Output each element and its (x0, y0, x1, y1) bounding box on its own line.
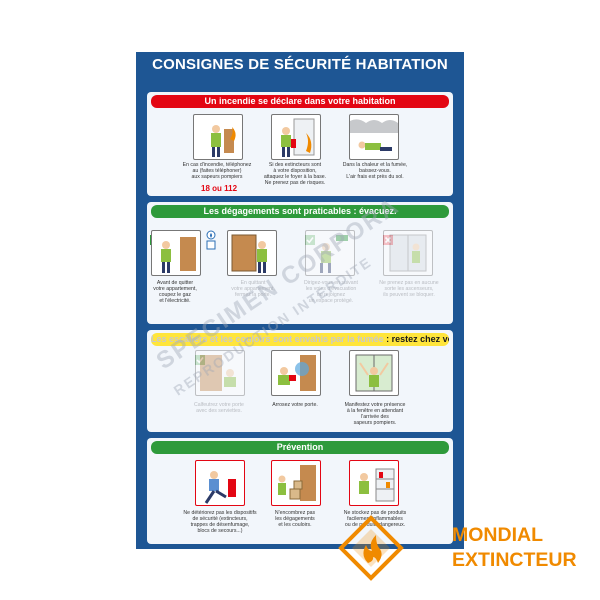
caption-no-damage: Ne détériorez pas les dispositifs de séc… (183, 510, 257, 534)
check-icon (195, 352, 205, 365)
section-header-prevention: Prévention (151, 441, 449, 454)
caption-crawl: Dans la chaleur et la fumée, baissez-vou… (342, 162, 408, 180)
section-header-stay-inside-right: : restez chez vous. (386, 334, 449, 344)
brand-line-1: MONDIAL (452, 524, 543, 546)
caption-no-obstruct: N'encombrez pas les dégagements et les c… (274, 510, 316, 528)
evacuate-route-icon (305, 230, 355, 276)
phone-call-icon (193, 114, 243, 160)
caption-no-flammable: Ne stockez pas de produits facilement in… (343, 510, 407, 528)
caption-phone: En cas d'incendie, téléphonez au (faites… (182, 162, 252, 180)
window-signal-icon (349, 350, 399, 396)
caption-elevator: Ne prenez pas en aucune sorte les ascens… (379, 280, 439, 298)
no-obstruct-icon (271, 460, 321, 506)
caption-extinguisher: Si des extincteurs sont à votre disposit… (263, 162, 327, 186)
section-header-stay-inside: Les escaliers et les couloirs sont envah… (151, 333, 449, 346)
section-header-evacuate: Les dégagements sont praticables : évacu… (151, 205, 449, 218)
poster-title: CONSIGNES DE SÉCURITÉ HABITATION (152, 56, 448, 73)
water-door-icon (271, 350, 321, 396)
section-prevention: Prévention Ne détériorez pas les disposi… (147, 438, 453, 544)
safety-poster: CONSIGNES DE SÉCURITÉ HABITATION Un ince… (136, 52, 464, 549)
elevator-icon (383, 230, 433, 276)
seal-door-icon (195, 350, 245, 396)
brand-line-2: EXTINCTEUR (452, 549, 577, 571)
section-evacuate: Les dégagements sont praticables : évacu… (147, 202, 453, 324)
caption-seal-door: Calfeutrez votre porte avec des serviett… (194, 402, 244, 414)
caption-evacuate: Dirigez-vous en suivant les voies d'évac… (304, 280, 358, 304)
brand-name: MONDIAL EXTINCTEUR (452, 523, 577, 573)
crawl-smoke-icon (349, 114, 399, 160)
no-flammable-icon (349, 460, 399, 506)
section-header-fire: Un incendie se déclare dans votre habita… (151, 95, 449, 108)
caption-window-signal: Manifestez votre présence à la fenêtre e… (344, 402, 406, 426)
no-damage-icon (195, 460, 245, 506)
caption-close-door: En quittant votre appartement, fermez la… (231, 280, 275, 298)
section-header-stay-inside-left: Les escaliers et les couloirs sont envah… (151, 334, 384, 344)
close-door-icon (227, 230, 277, 276)
caption-water-door: Arrosez votre porte. (272, 402, 318, 408)
leave-apartment-icon (151, 230, 201, 276)
emergency-number: 18 ou 112 (201, 184, 238, 193)
caption-leave: Avant de quitter votre appartement, coup… (153, 280, 197, 304)
extinguisher-icon (271, 114, 321, 160)
section-fire: Un incendie se déclare dans votre habita… (147, 92, 453, 196)
section-stay-inside: Les escaliers et les couloirs sont envah… (147, 330, 453, 432)
flame-logo-icon (338, 515, 404, 581)
check-icon (305, 232, 315, 245)
gas-electricity-icon (204, 230, 218, 250)
cross-icon (383, 232, 393, 245)
